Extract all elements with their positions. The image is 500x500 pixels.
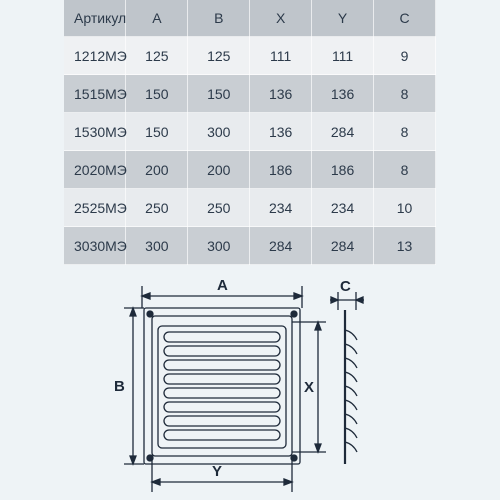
cell-y: 111 xyxy=(311,36,375,75)
cell-x: 111 xyxy=(249,36,313,75)
cell-b: 200 xyxy=(187,150,251,189)
cell-b: 300 xyxy=(187,226,251,265)
label-c: C xyxy=(340,278,351,295)
cell-a: 250 xyxy=(125,188,189,227)
table-row: 1530МЭ 150 300 136 284 8 xyxy=(64,112,436,151)
cell-b: 125 xyxy=(187,36,251,75)
dimension-a: A xyxy=(140,277,304,308)
cell-x: 234 xyxy=(249,188,313,227)
table-row: 2525МЭ 250 250 234 234 10 xyxy=(64,188,436,227)
label-y: Y xyxy=(212,463,222,480)
cell-b: 150 xyxy=(187,74,251,113)
cell-article: 1530МЭ xyxy=(64,112,127,151)
dimension-x: X xyxy=(292,320,326,454)
cell-y: 234 xyxy=(311,188,375,227)
table-row: 2020МЭ 200 200 186 186 8 xyxy=(64,150,436,189)
cell-c: 8 xyxy=(373,112,436,151)
header-article: Артикул xyxy=(64,0,127,37)
table-row: 1212МЭ 125 125 111 111 9 xyxy=(64,36,436,75)
cell-a: 150 xyxy=(125,74,189,113)
dimension-y: Y xyxy=(150,456,294,492)
cell-c: 8 xyxy=(373,74,436,113)
label-x: X xyxy=(304,379,314,396)
cell-c: 13 xyxy=(373,226,436,265)
label-b: B xyxy=(114,378,125,395)
cell-y: 284 xyxy=(311,112,375,151)
dimension-b: B xyxy=(114,306,144,466)
header-b: B xyxy=(187,0,251,37)
cell-x: 284 xyxy=(249,226,313,265)
header-c: C xyxy=(373,0,436,37)
header-y: Y xyxy=(311,0,375,37)
cell-article: 2020МЭ xyxy=(64,150,127,189)
table-row: 3030МЭ 300 300 284 284 13 xyxy=(64,226,436,265)
header-a: A xyxy=(125,0,189,37)
cell-y: 284 xyxy=(311,226,375,265)
cell-c: 9 xyxy=(373,36,436,75)
header-x: X xyxy=(249,0,313,37)
grille-technical-drawing: A B X xyxy=(114,277,364,492)
cell-c: 10 xyxy=(373,188,436,227)
cell-x: 186 xyxy=(249,150,313,189)
cell-x: 136 xyxy=(249,112,313,151)
cell-article: 2525МЭ xyxy=(64,188,127,227)
cell-y: 186 xyxy=(311,150,375,189)
grille-front-view xyxy=(143,307,301,465)
cell-article: 3030МЭ xyxy=(64,226,127,265)
label-a: A xyxy=(217,277,228,294)
cell-article: 1212МЭ xyxy=(64,36,127,75)
cell-a: 150 xyxy=(125,112,189,151)
cell-c: 8 xyxy=(373,150,436,189)
cell-b: 250 xyxy=(187,188,251,227)
cell-x: 136 xyxy=(249,74,313,113)
table-header-row: Артикул A B X Y C xyxy=(64,0,436,37)
dimensions-table: Артикул A B X Y C 1212МЭ 125 125 111 111… xyxy=(64,0,436,265)
cell-a: 300 xyxy=(125,226,189,265)
cell-article: 1515МЭ xyxy=(64,74,127,113)
table-row: 1515МЭ 150 150 136 136 8 xyxy=(64,74,436,113)
grille-side-view: C xyxy=(330,278,364,464)
cell-a: 125 xyxy=(125,36,189,75)
cell-y: 136 xyxy=(311,74,375,113)
cell-a: 200 xyxy=(125,150,189,189)
cell-b: 300 xyxy=(187,112,251,151)
